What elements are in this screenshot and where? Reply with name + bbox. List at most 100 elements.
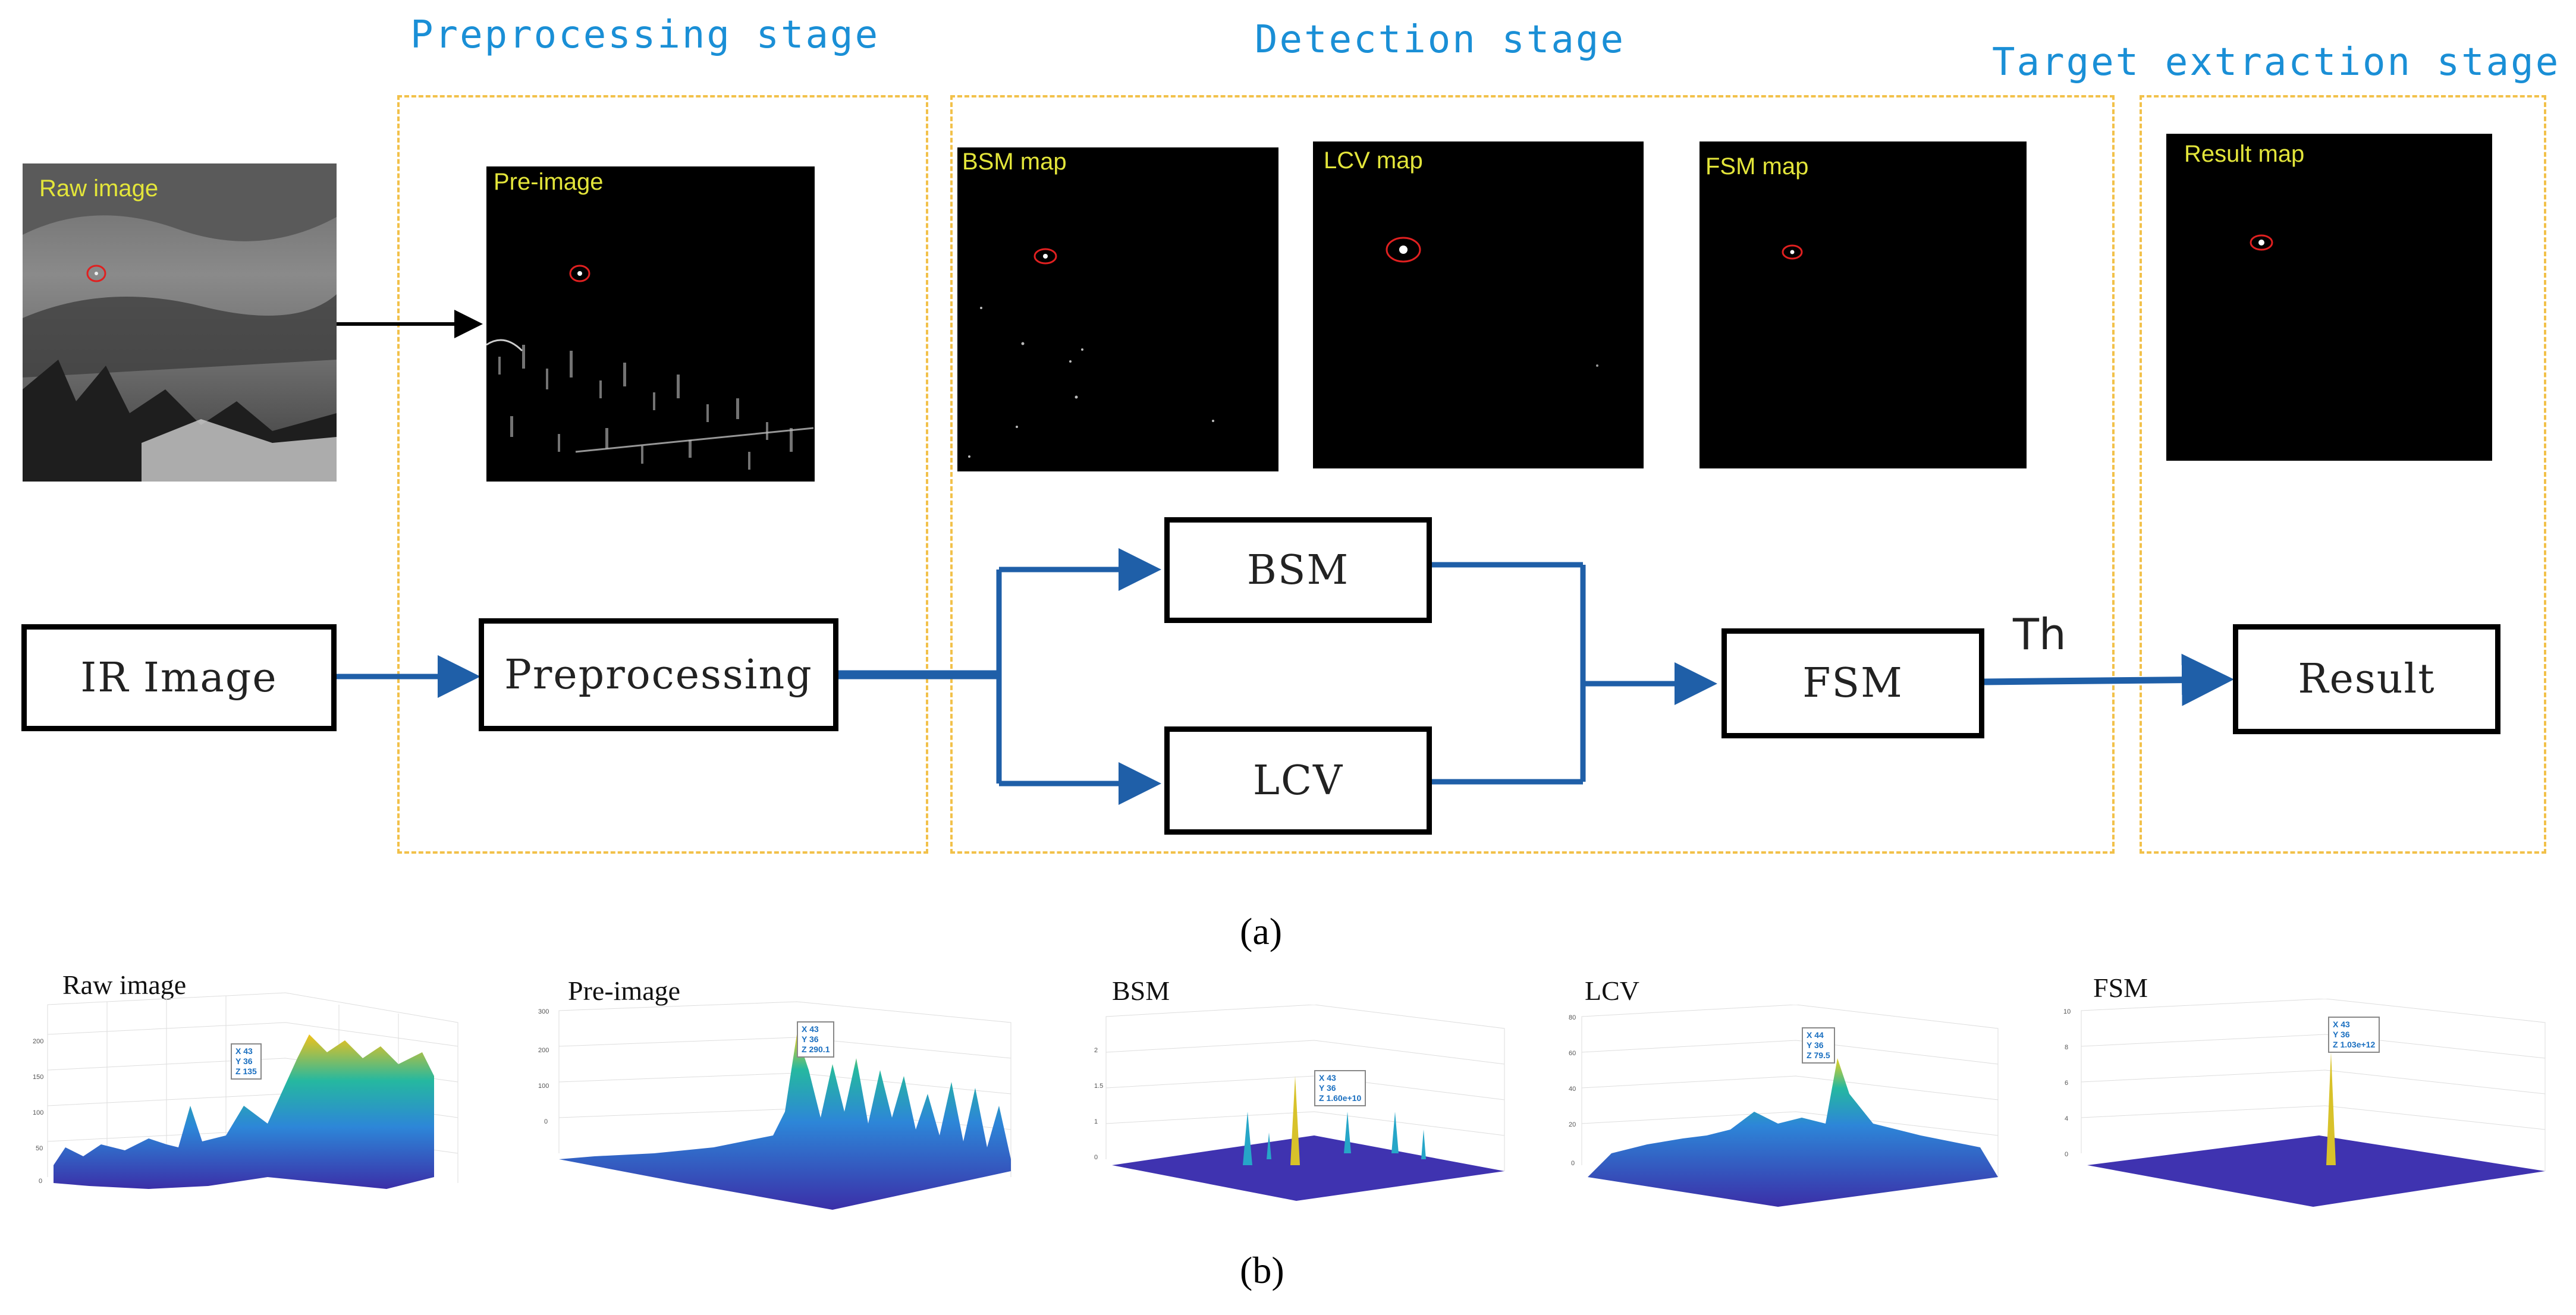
fsm-map-label: FSM map [1705,153,1809,180]
lcv-map: LCV map [1313,141,1644,468]
caption-b: (b) [1240,1249,1284,1291]
pre-surface-plot: 300 200 100 0 X 43 Y 36 Z 290.1 [535,999,1041,1225]
fsm-surface-graphic: 10 8 6 4 0 [2063,999,2546,1207]
svg-text:200: 200 [538,1047,549,1054]
fsm-label: FSM [1802,660,1903,707]
svg-text:0: 0 [1571,1160,1575,1167]
stage-title-preprocessing: Preprocessing stage [410,13,880,57]
result-map-picture [2250,234,2273,251]
svg-text:50: 50 [36,1145,43,1152]
svg-text:80: 80 [1569,1014,1576,1021]
pre-plot-title: Pre-image [568,976,681,1006]
datatip-x: X 43 [802,1024,819,1034]
result-box: Result [2233,624,2500,734]
datatip-y: Y 36 [1807,1040,1824,1050]
lcv-plot-title: LCV [1585,976,1639,1006]
svg-text:100: 100 [538,1083,549,1090]
svg-text:4: 4 [2065,1115,2068,1122]
result-map: Result map [2166,134,2492,461]
bsm-label: BSM [1246,546,1350,594]
svg-text:10: 10 [2063,1008,2071,1015]
datatip-x: X 43 [235,1046,253,1056]
datatip-z: Z 79.5 [1807,1050,1830,1060]
threshold-label: Th [2013,609,2066,659]
raw-image-picture [23,163,337,482]
fsm-datatip: X 43 Y 36 Z 1.03e+12 [2328,1017,2380,1053]
datatip-z: Z 1.03e+12 [2333,1040,2376,1049]
preprocessing-box: Preprocessing [479,618,838,731]
svg-text:0: 0 [39,1178,42,1185]
pre-image-picture [486,265,814,470]
target-marker [569,265,590,282]
raw-datatip: X 43 Y 36 Z 135 [231,1043,262,1080]
stage-title-detection: Detection stage [1255,18,1625,62]
pre-image-label: Pre-image [494,169,604,195]
svg-text:0: 0 [2065,1151,2068,1158]
svg-text:100: 100 [33,1109,43,1116]
pre-datatip: X 43 Y 36 Z 290.1 [797,1021,835,1058]
bsm-map-picture [968,248,1214,458]
svg-text:150: 150 [33,1074,43,1081]
fsm-map-picture [1782,244,1803,260]
target-marker [1033,248,1057,265]
datatip-z: Z 135 [235,1067,257,1076]
raw-surface-graphic: 200 150 100 50 0 [33,992,458,1189]
bsm-plot-title: BSM [1112,976,1170,1006]
stage-title-target-extraction: Target extraction stage [1992,40,2561,84]
caption-a: (a) [1240,910,1283,952]
bsm-map: BSM map [957,147,1278,471]
preprocessing-label: Preprocessing [504,651,813,699]
ir-image-box: IR Image [21,624,337,731]
raw-plot-title: Raw image [62,970,187,1000]
pre-image-map: Pre-image [486,166,815,482]
lcv-map-label: LCV map [1324,147,1423,174]
svg-text:300: 300 [538,1008,549,1015]
bsm-box: BSM [1164,517,1432,623]
svg-text:8: 8 [2065,1044,2068,1051]
svg-text:1: 1 [1094,1118,1098,1125]
bsm-surface-plot: 2 1.5 1 0 X 43 Y 36 Z 1.60e+10 [1088,1005,1516,1219]
ir-image-label: IR Image [80,654,278,701]
datatip-y: Y 36 [2333,1030,2350,1039]
pre-surface-graphic: 300 200 100 0 [538,1001,1011,1210]
target-extraction-stage-box [2140,95,2546,854]
svg-text:60: 60 [1569,1050,1576,1057]
svg-text:20: 20 [1569,1121,1576,1128]
fsm-surface-plot: 10 8 6 4 0 X 43 Y 36 Z 1.03e+12 [2057,999,2569,1225]
svg-text:200: 200 [33,1038,43,1045]
svg-text:2: 2 [1094,1047,1098,1054]
lcv-datatip: X 44 Y 36 Z 79.5 [1802,1027,1835,1064]
svg-text:40: 40 [1569,1086,1576,1093]
fsm-box: FSM [1721,628,1984,738]
fsm-plot-title: FSM [2093,973,2148,1003]
datatip-y: Y 36 [235,1056,253,1066]
lcv-surface-graphic: 80 60 40 20 0 [1569,1005,1999,1207]
target-marker [1782,244,1803,260]
lcv-surface-plot: 80 60 40 20 0 X 44 Y 36 Z 79.5 [1564,1005,2022,1225]
svg-text:0: 0 [544,1118,548,1125]
lcv-box: LCV [1164,726,1432,835]
datatip-z: Z 290.1 [802,1045,830,1054]
datatip-x: X 44 [1807,1030,1824,1040]
lcv-map-picture [1386,237,1598,367]
svg-text:1.5: 1.5 [1094,1083,1103,1090]
datatip-z: Z 1.60e+10 [1319,1093,1362,1103]
result-map-label: Result map [2184,141,2305,167]
datatip-y: Y 36 [802,1034,819,1044]
bsm-surface-graphic: 2 1.5 1 0 [1094,1005,1505,1201]
datatip-y: Y 36 [1319,1083,1336,1093]
datatip-x: X 43 [2333,1020,2350,1029]
detection-stage-box [950,95,2115,854]
svg-text:0: 0 [1094,1154,1098,1161]
raw-image-label: Raw image [39,175,159,202]
target-marker [86,265,106,282]
fsm-map: FSM map [1699,141,2027,468]
raw-image-map: Raw image [23,163,337,482]
target-marker [1386,237,1421,263]
target-marker [2250,234,2273,251]
preprocessing-stage-box [397,95,928,854]
svg-text:6: 6 [2065,1080,2068,1087]
bsm-map-label: BSM map [962,149,1067,175]
lcv-label: LCV [1252,757,1344,804]
datatip-x: X 43 [1319,1073,1336,1083]
